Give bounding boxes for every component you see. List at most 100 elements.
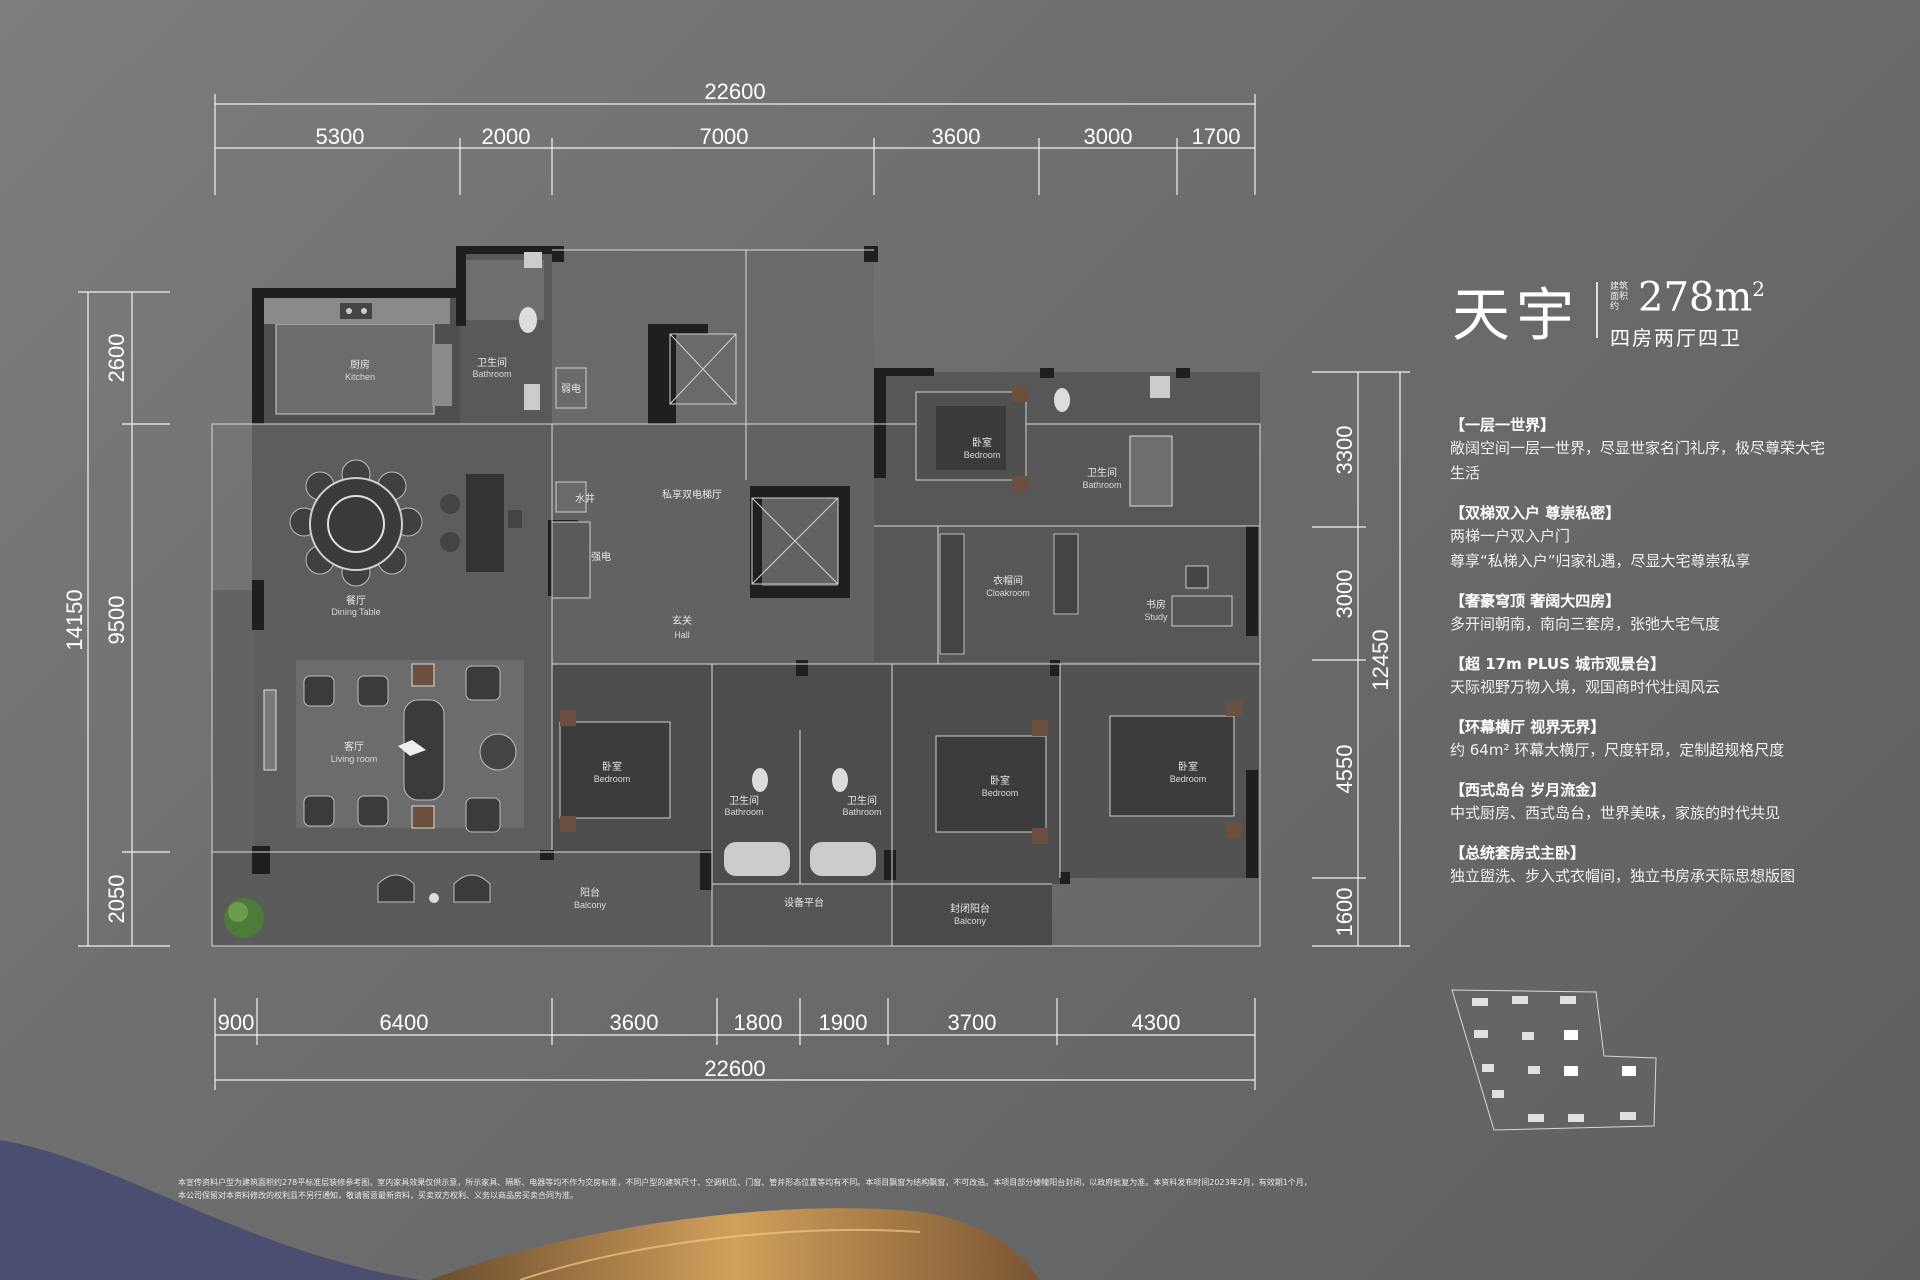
equipment-label: 设备平台 [784, 896, 824, 909]
feature-list: 【一层一世界】敞阔空间一层一世界，尽显世家名门礼序，极尽尊荣大宅生活【双梯双入户… [1450, 414, 1830, 905]
feature-item: 【一层一世界】敞阔空间一层一世界，尽显世家名门礼序，极尽尊荣大宅生活 [1450, 414, 1830, 486]
area-number: 278m [1638, 274, 1753, 321]
top-dim-4: 3600 [932, 124, 981, 149]
bottom-dim-3: 3600 [610, 1010, 659, 1035]
bottom-dim-5: 1900 [819, 1010, 868, 1035]
bath-s1-label: 卫生间 [729, 794, 759, 807]
right-dimensions [1312, 371, 1410, 947]
bath-south-fixtures [724, 768, 876, 876]
top-dim-2: 2000 [482, 124, 531, 149]
bottom-total-dim: 22600 [704, 1056, 765, 1081]
lift-shafts [551, 333, 839, 599]
hall-label-en: Hall [674, 630, 690, 640]
left-dim-1: 2600 [104, 334, 129, 383]
top-total-dim: 22600 [704, 79, 765, 104]
area-label: 建筑面积约 [1610, 281, 1629, 312]
right-dim-1: 3300 [1332, 426, 1357, 475]
living-furniture [263, 660, 524, 833]
top-dim-1: 5300 [316, 124, 365, 149]
bottom-dim-1: 900 [218, 1010, 255, 1035]
kitchen-label: 厨房 [350, 358, 370, 371]
bedroom-s1-label-en: Bedroom [594, 774, 631, 784]
lift-hall-label: 私享双电梯厅 [662, 488, 722, 501]
bath-ne-fixtures [1054, 376, 1173, 507]
feature-heading: 【超 17m PLUS 城市观景台】 [1450, 655, 1666, 673]
top-dim-6: 1700 [1192, 124, 1241, 149]
bedroom-se-label-en: Bedroom [1170, 774, 1207, 784]
right-dim-3: 4550 [1332, 745, 1357, 794]
feature-heading: 【奢豪穹顶 奢阔大四房】 [1450, 592, 1621, 610]
feature-heading: 【总统套房式主卧】 [1450, 844, 1586, 862]
bottom-dim-2: 6400 [380, 1010, 429, 1035]
bedroom-s2-furniture [935, 720, 1048, 844]
bath-s1-label-en: Bathroom [724, 807, 763, 817]
bedroom-s1-furniture [559, 710, 671, 832]
cloakroom-label-en: Cloakroom [986, 588, 1030, 598]
bedroom-ne-label: 卧室 [972, 436, 992, 449]
title-block: 天宇 建筑面积约 278m2 四房两厅四卫 [1452, 268, 1765, 352]
top-dim-3: 7000 [700, 124, 749, 149]
kitchen-label-en: Kitchen [345, 372, 375, 382]
bath-s2-label-en: Bathroom [842, 807, 881, 817]
bedroom-ne-label-en: Bedroom [964, 450, 1001, 460]
key-plan [1451, 989, 1657, 1131]
weak-elec-label: 弱电 [561, 382, 581, 395]
left-dimensions [78, 291, 170, 947]
bath-ne-label: 卫生间 [1087, 466, 1117, 479]
feature-heading: 【西式岛台 岁月流金】 [1450, 781, 1606, 799]
balcony-label: 阳台 [580, 886, 600, 899]
feature-text: 敞阔空间一层一世界，尽显世家名门礼序，极尽尊荣大宅生活 [1450, 439, 1826, 482]
bath-ne-label-en: Bathroom [1082, 480, 1121, 490]
bottom-dim-7: 4300 [1132, 1010, 1181, 1035]
water-well-label: 水井 [575, 492, 595, 505]
left-dim-2: 9500 [104, 596, 129, 645]
feature-text: 约 64m² 环幕大横厅，尺度轩昂，定制超规格尺度 [1450, 741, 1785, 759]
cloakroom-fixtures [939, 533, 1079, 655]
decorative-wave [0, 1140, 1040, 1280]
left-dim-3: 2050 [104, 875, 129, 924]
top-dimensions [214, 94, 1256, 195]
area-value: 278m2 [1638, 269, 1765, 317]
living-label: 客厅 [344, 740, 364, 753]
feature-text: 天际视野万物入境，观国商时代壮阔风云 [1450, 678, 1721, 696]
study-furniture [1171, 565, 1233, 627]
bedroom-se-label: 卧室 [1178, 760, 1198, 773]
top-dim-5: 3000 [1084, 124, 1133, 149]
feature-heading: 【双梯双入户 尊崇私密】 [1450, 504, 1621, 522]
bath-top-label-en: Bathroom [472, 369, 511, 379]
feature-item: 【环幕横厅 视界无界】约 64m² 环幕大横厅，尺度轩昂，定制超规格尺度 [1450, 716, 1830, 763]
feature-item: 【总统套房式主卧】独立盥洗、步入式衣帽间，独立书房承天际思想版图 [1450, 842, 1830, 889]
right-total-dim: 12450 [1368, 629, 1393, 690]
bottom-dimensions [214, 998, 1256, 1090]
bottom-dim-4: 1800 [734, 1010, 783, 1035]
bathroom-top-fixtures [466, 252, 544, 410]
balcony-furniture [224, 874, 491, 938]
living-label-en: Living room [331, 754, 378, 764]
disclaimer: 本宣传资料户型为建筑面积约278平标准层装修参考图，室内家具效果仅供示意，所示家… [178, 1178, 1312, 1200]
cloakroom-label: 衣帽间 [993, 574, 1023, 587]
bottom-dim-6: 3700 [948, 1010, 997, 1035]
title-divider [1596, 282, 1599, 338]
closed-balcony-label: 封闭阳台 [950, 902, 990, 915]
feature-text: 中式厨房、西式岛台，世界美味，家族的时代共见 [1450, 804, 1781, 822]
right-dim-4: 1600 [1332, 888, 1357, 937]
layout-type: 四房两厅四卫 [1610, 325, 1743, 350]
bedroom-s1-label: 卧室 [602, 760, 622, 773]
feature-text: 两梯一户双入户门 [1450, 527, 1571, 545]
dining-label-en: Dining Table [331, 607, 380, 617]
feature-text: 尊享“私梯入户”归家礼遇，尽显大宅尊崇私享 [1450, 552, 1751, 570]
area-block: 建筑面积约 278m2 四房两厅四卫 [1610, 269, 1765, 350]
bedroom-s2-label: 卧室 [990, 774, 1010, 787]
study-label-en: Study [1144, 612, 1168, 622]
feature-heading: 【一层一世界】 [1450, 416, 1556, 434]
feature-item: 【奢豪穹顶 奢阔大四房】多开间朝南，南向三套房，张弛大宅气度 [1450, 590, 1830, 637]
feature-text: 多开间朝南，南向三套房，张弛大宅气度 [1450, 615, 1721, 633]
feature-item: 【西式岛台 岁月流金】中式厨房、西式岛台，世界美味，家族的时代共见 [1450, 779, 1830, 826]
kitchen-fixtures [264, 298, 452, 415]
strong-elec-label: 强电 [591, 550, 611, 563]
dining-label: 餐厅 [346, 594, 366, 607]
closed-balcony-label-en: Balcony [954, 916, 987, 926]
balcony-label-en: Balcony [574, 900, 607, 910]
area-top: 建筑面积约 278m2 [1610, 269, 1765, 317]
